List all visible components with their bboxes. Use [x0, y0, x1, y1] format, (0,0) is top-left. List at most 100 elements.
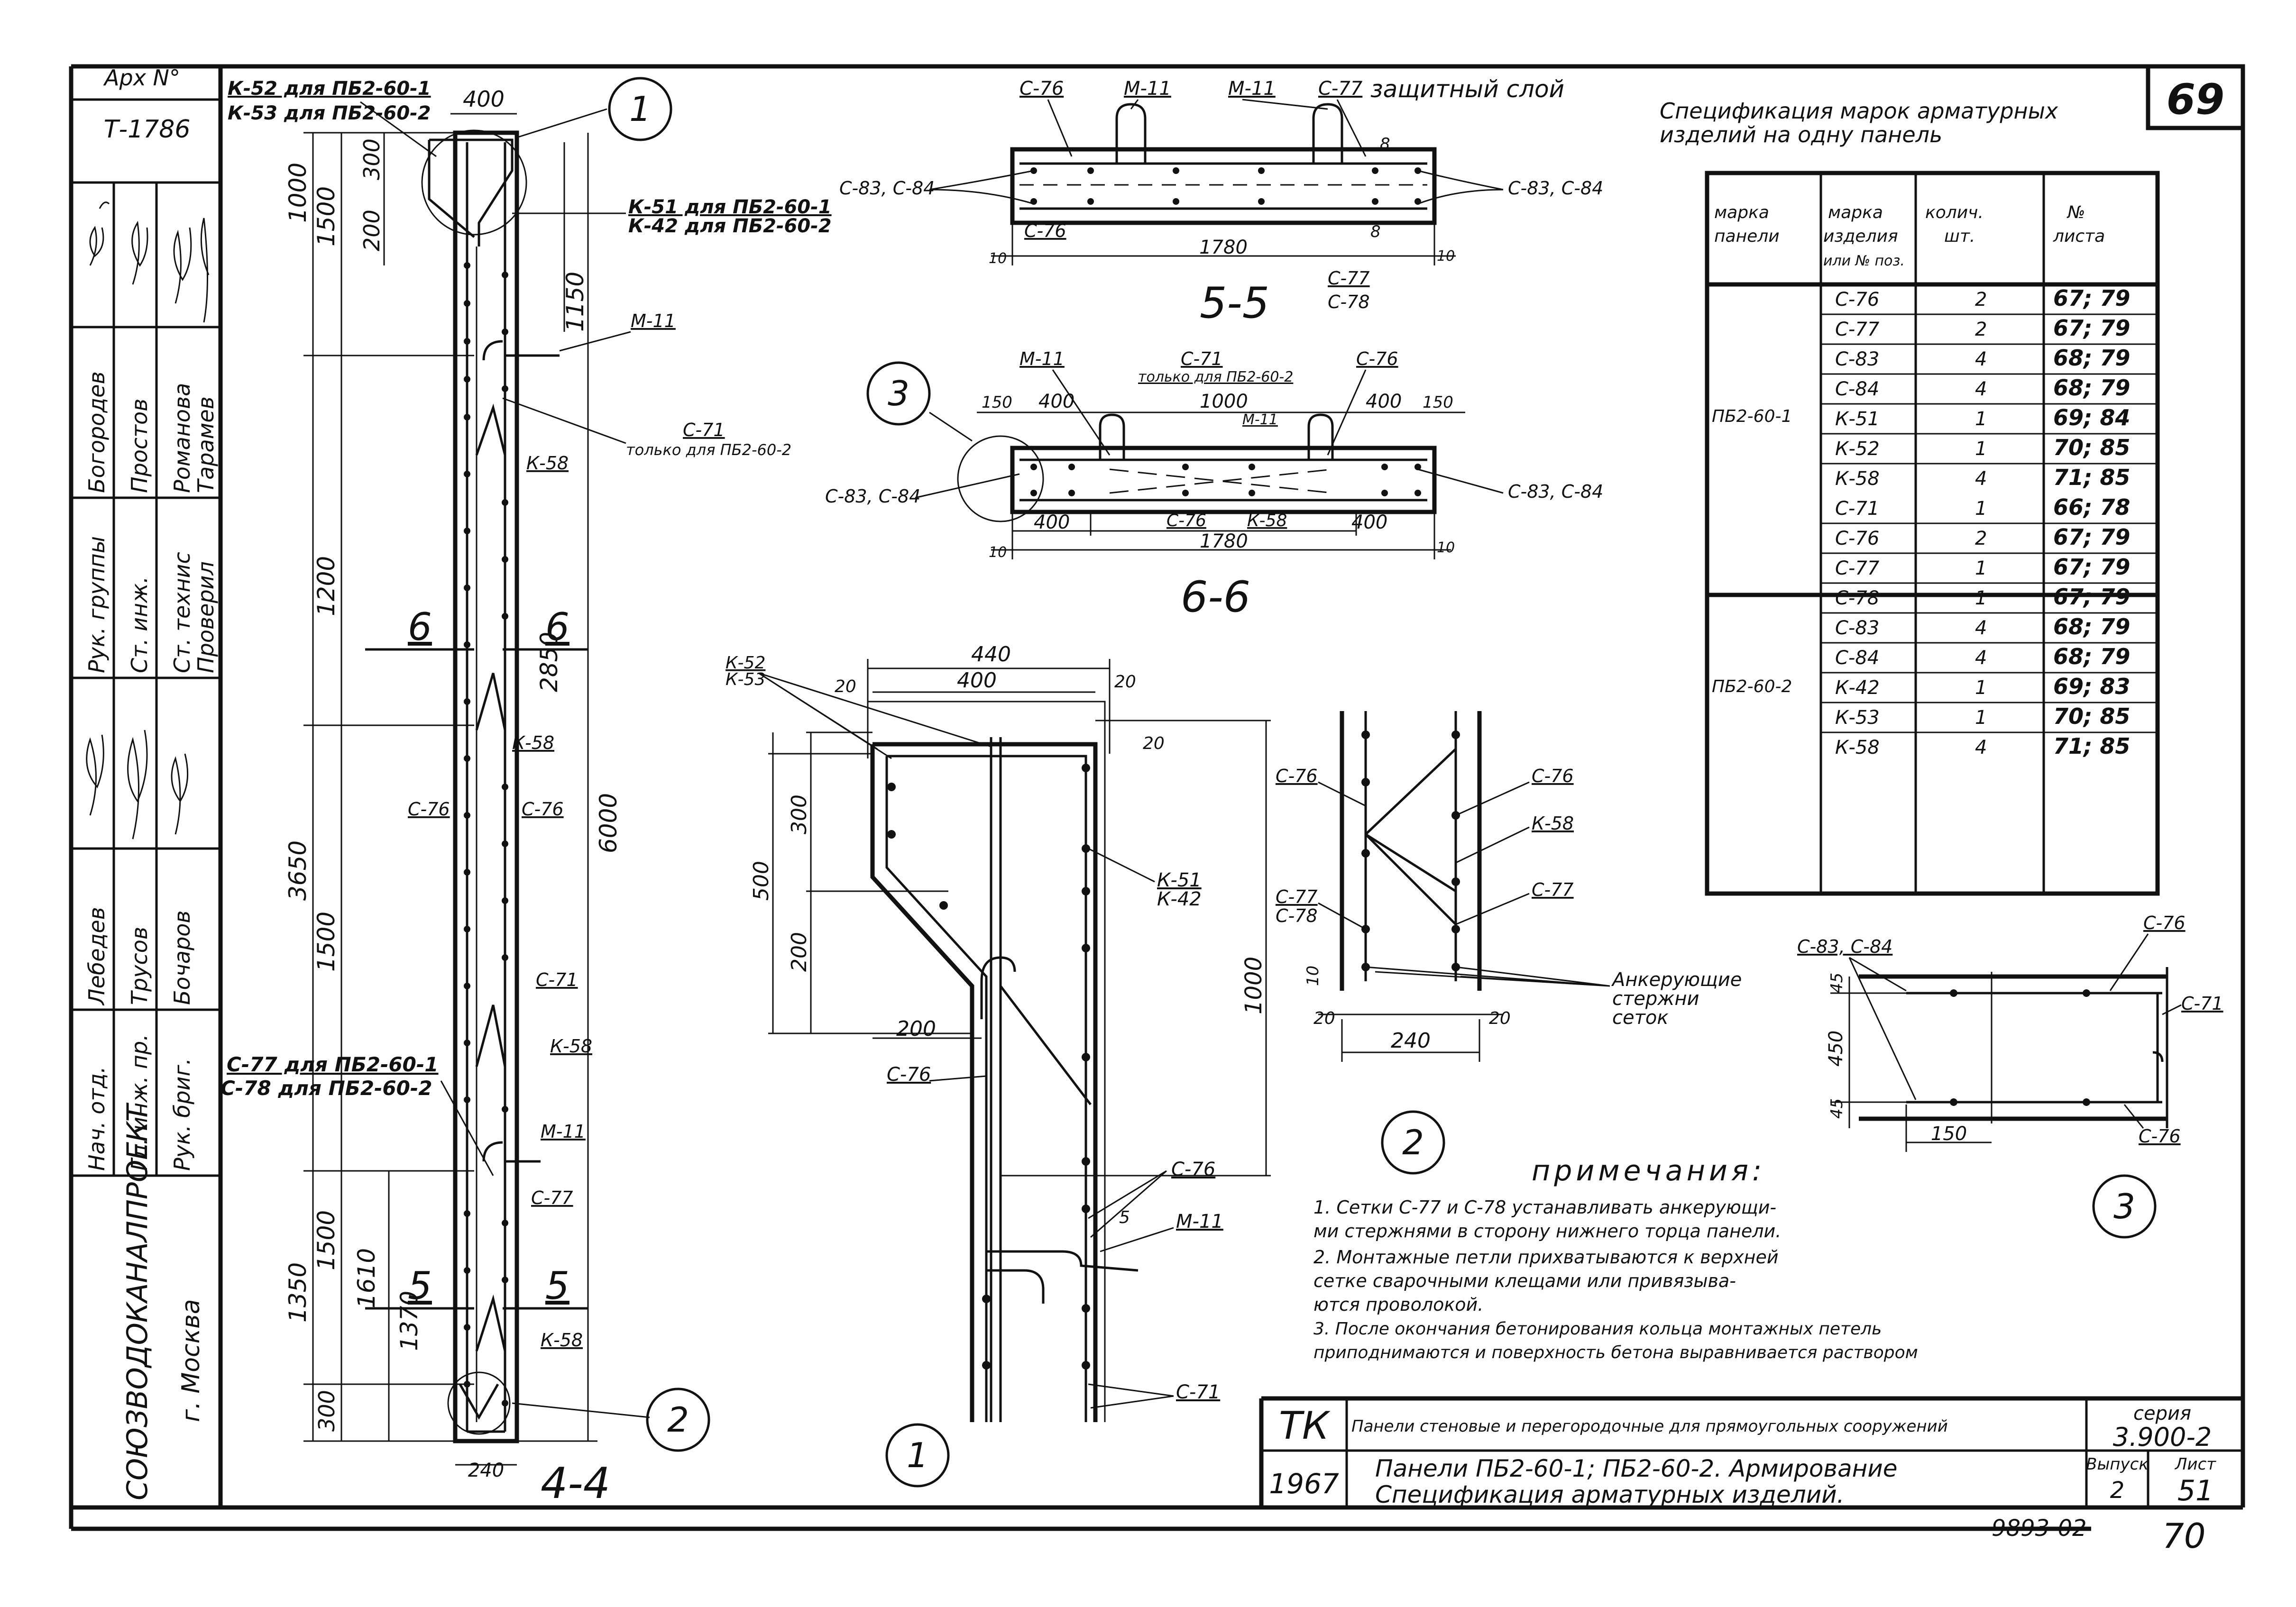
subject: Панели стеновые и перегородочные для пря…: [1351, 1417, 1948, 1436]
cut-5-right: 5: [545, 1264, 569, 1308]
label-m11b-66: М-11: [1242, 411, 1278, 428]
detail-2-label: 2: [1402, 1123, 1424, 1162]
spec-cell: 2: [1975, 289, 1987, 310]
spec-title-2: изделий на одну панель: [1660, 122, 1942, 147]
dim-20a-d2: 20: [1313, 1009, 1335, 1028]
dim-1000-66: 1000: [1200, 391, 1248, 412]
section-5-5-title: 5-5: [1200, 278, 1269, 328]
dim-20a-d1: 20: [835, 677, 856, 696]
label-m11-66: М-11: [1019, 348, 1065, 369]
spec-cell: К-53: [1835, 707, 1880, 729]
sheet-label: Лист: [2174, 1455, 2216, 1474]
detail-2: 240 20 20 10 С-76 С-76 К-58 С-77 С-78 С-…: [1276, 711, 1742, 1175]
dim-1780-66: 1780: [1200, 530, 1248, 552]
spec-cell: 68; 79: [2053, 614, 2130, 639]
signature-7: [171, 753, 189, 835]
note-line-2: ми стержнями в сторону нижнего торца пан…: [1313, 1221, 1781, 1242]
label-k58-2: К-58: [512, 732, 554, 753]
name-6: Трусов: [127, 927, 152, 1005]
dim-300-d1: 300: [787, 794, 811, 834]
label-c76b-d3: С-76: [2139, 1126, 2181, 1147]
label-c71-d3: С-71: [2181, 993, 2223, 1014]
role-5: Нач. отд.: [84, 1066, 110, 1171]
label-k53: К-53 для ПБ2-60-2: [228, 102, 431, 124]
spec-cell: К-58: [1835, 468, 1880, 490]
spec-cell: К-52: [1835, 438, 1880, 460]
detail-3: 45 450 45 150 С-83, С-84 С-76 С-71 С-76 …: [1797, 913, 2223, 1239]
org-city: г. Москва: [177, 1299, 205, 1422]
name-3: Романова: [169, 383, 195, 493]
cut-6-left: 6: [408, 605, 432, 649]
label-c76-66: С-76: [1356, 348, 1398, 369]
section-6-6: 3 150 400 1000 400 150 400 400 1780 10 1…: [825, 348, 1603, 622]
page-number-box: 69: [2146, 64, 2245, 130]
role-7: Рук. бриг.: [169, 1058, 195, 1171]
title-block: ТК 1967 Панели стеновые и перегородочные…: [1259, 1396, 2243, 1508]
spec-cell: 67; 79: [2053, 315, 2130, 341]
panel-1: ПБ2-60-1: [1712, 407, 1792, 426]
name-7: Бочаров: [169, 910, 195, 1005]
spec-cell: К-42: [1835, 677, 1880, 699]
label-k42: К-42 для ПБ2-60-2: [628, 215, 832, 237]
notes: примечания: 1. Сетки С-77 и С-78 устанав…: [1313, 1154, 1918, 1362]
spec-cell: С-84: [1835, 378, 1879, 400]
spec-cell: С-77: [1835, 557, 1880, 579]
detail-1-label: 1: [907, 1435, 928, 1475]
dim-45a-d3: 45: [1828, 973, 1846, 993]
dim-150-l-66: 150: [982, 393, 1012, 412]
spec-cell: 4: [1975, 468, 1987, 490]
label-c77a-d2: С-77: [1276, 886, 1318, 907]
spec-cell: С-76: [1835, 528, 1879, 549]
label-c77-bot: С-77: [531, 1187, 573, 1208]
dim-1500-mid: 1500: [312, 912, 340, 972]
bottom-number: 70: [2162, 1516, 2206, 1556]
spec-cell: 4: [1975, 378, 1987, 400]
dim-400-d1: 400: [957, 668, 997, 693]
spec-title-1: Спецификация марок арматурных: [1660, 98, 2058, 124]
spec-cell: 67; 79: [2053, 584, 2130, 610]
panel-2: ПБ2-60-2: [1712, 677, 1792, 696]
spec-cell: 1: [1975, 707, 1987, 729]
spec-cell: 1: [1975, 498, 1987, 520]
label-k58-4: К-58: [541, 1330, 583, 1351]
dim-10-r-5: 10: [1437, 248, 1455, 265]
label-c71-bot: С-71: [536, 969, 578, 990]
label-anchor-1-d2: Анкерующие: [1611, 969, 1742, 991]
label-c76b-d1: С-76: [1171, 1159, 1215, 1180]
label-k52-d1: К-52: [726, 653, 765, 673]
label-c77-bot-55: С-77: [1328, 268, 1370, 289]
label-c78: С-78 для ПБ2-60-2: [220, 1077, 432, 1100]
dim-200-d1: 200: [787, 932, 811, 972]
dim-20b-d1: 20: [1114, 672, 1136, 692]
spec-cell: 68; 79: [2053, 345, 2130, 371]
sidebar-stamp: Арх N° Т-1786 Рук. группы Ст. инж. Ст. т…: [70, 65, 222, 1507]
spec-cell: С-83: [1835, 617, 1879, 639]
note-line-3: 2. Монтажные петли прихватываются к верх…: [1313, 1247, 1779, 1268]
dim-1610: 1610: [353, 1248, 380, 1308]
spec-cell: 67; 79: [2053, 554, 2130, 580]
spec-cell: К-58: [1835, 737, 1880, 758]
spec-cell: 1: [1975, 557, 1987, 579]
dim-6000: 6000: [595, 793, 622, 853]
note-line-4: сетке сварочными клещами или привязыва-: [1313, 1270, 1736, 1291]
dim-500-d1: 500: [749, 861, 773, 901]
svg-text:69: 69: [2167, 75, 2224, 124]
callout-3-label: 3: [888, 374, 909, 413]
dim-400-br-66: 400: [1351, 511, 1387, 533]
spec-cell: 4: [1975, 617, 1987, 639]
label-k51: К-51 для ПБ2-60-1: [628, 196, 832, 218]
name-5: Лебедев: [84, 907, 110, 1006]
spec-cell: 1: [1975, 587, 1987, 609]
dim-400-r-66: 400: [1366, 391, 1402, 412]
title-line-2: Спецификация арматурных изделий.: [1375, 1481, 1845, 1508]
label-k58-1: К-58: [526, 453, 569, 474]
label-m11-bot: М-11: [541, 1121, 586, 1142]
dim-2850: 2850: [535, 632, 563, 692]
spec-cell: 70; 85: [2053, 703, 2130, 729]
callout-1-label: 1: [629, 89, 651, 129]
label-c83-d3: С-83, С-84: [1797, 936, 1892, 957]
dim-3650: 3650: [284, 840, 312, 901]
role-3: Ст. технис: [169, 552, 195, 673]
dim-200b-d1: 200: [896, 1017, 936, 1041]
spec-cell: К-51: [1835, 408, 1880, 430]
